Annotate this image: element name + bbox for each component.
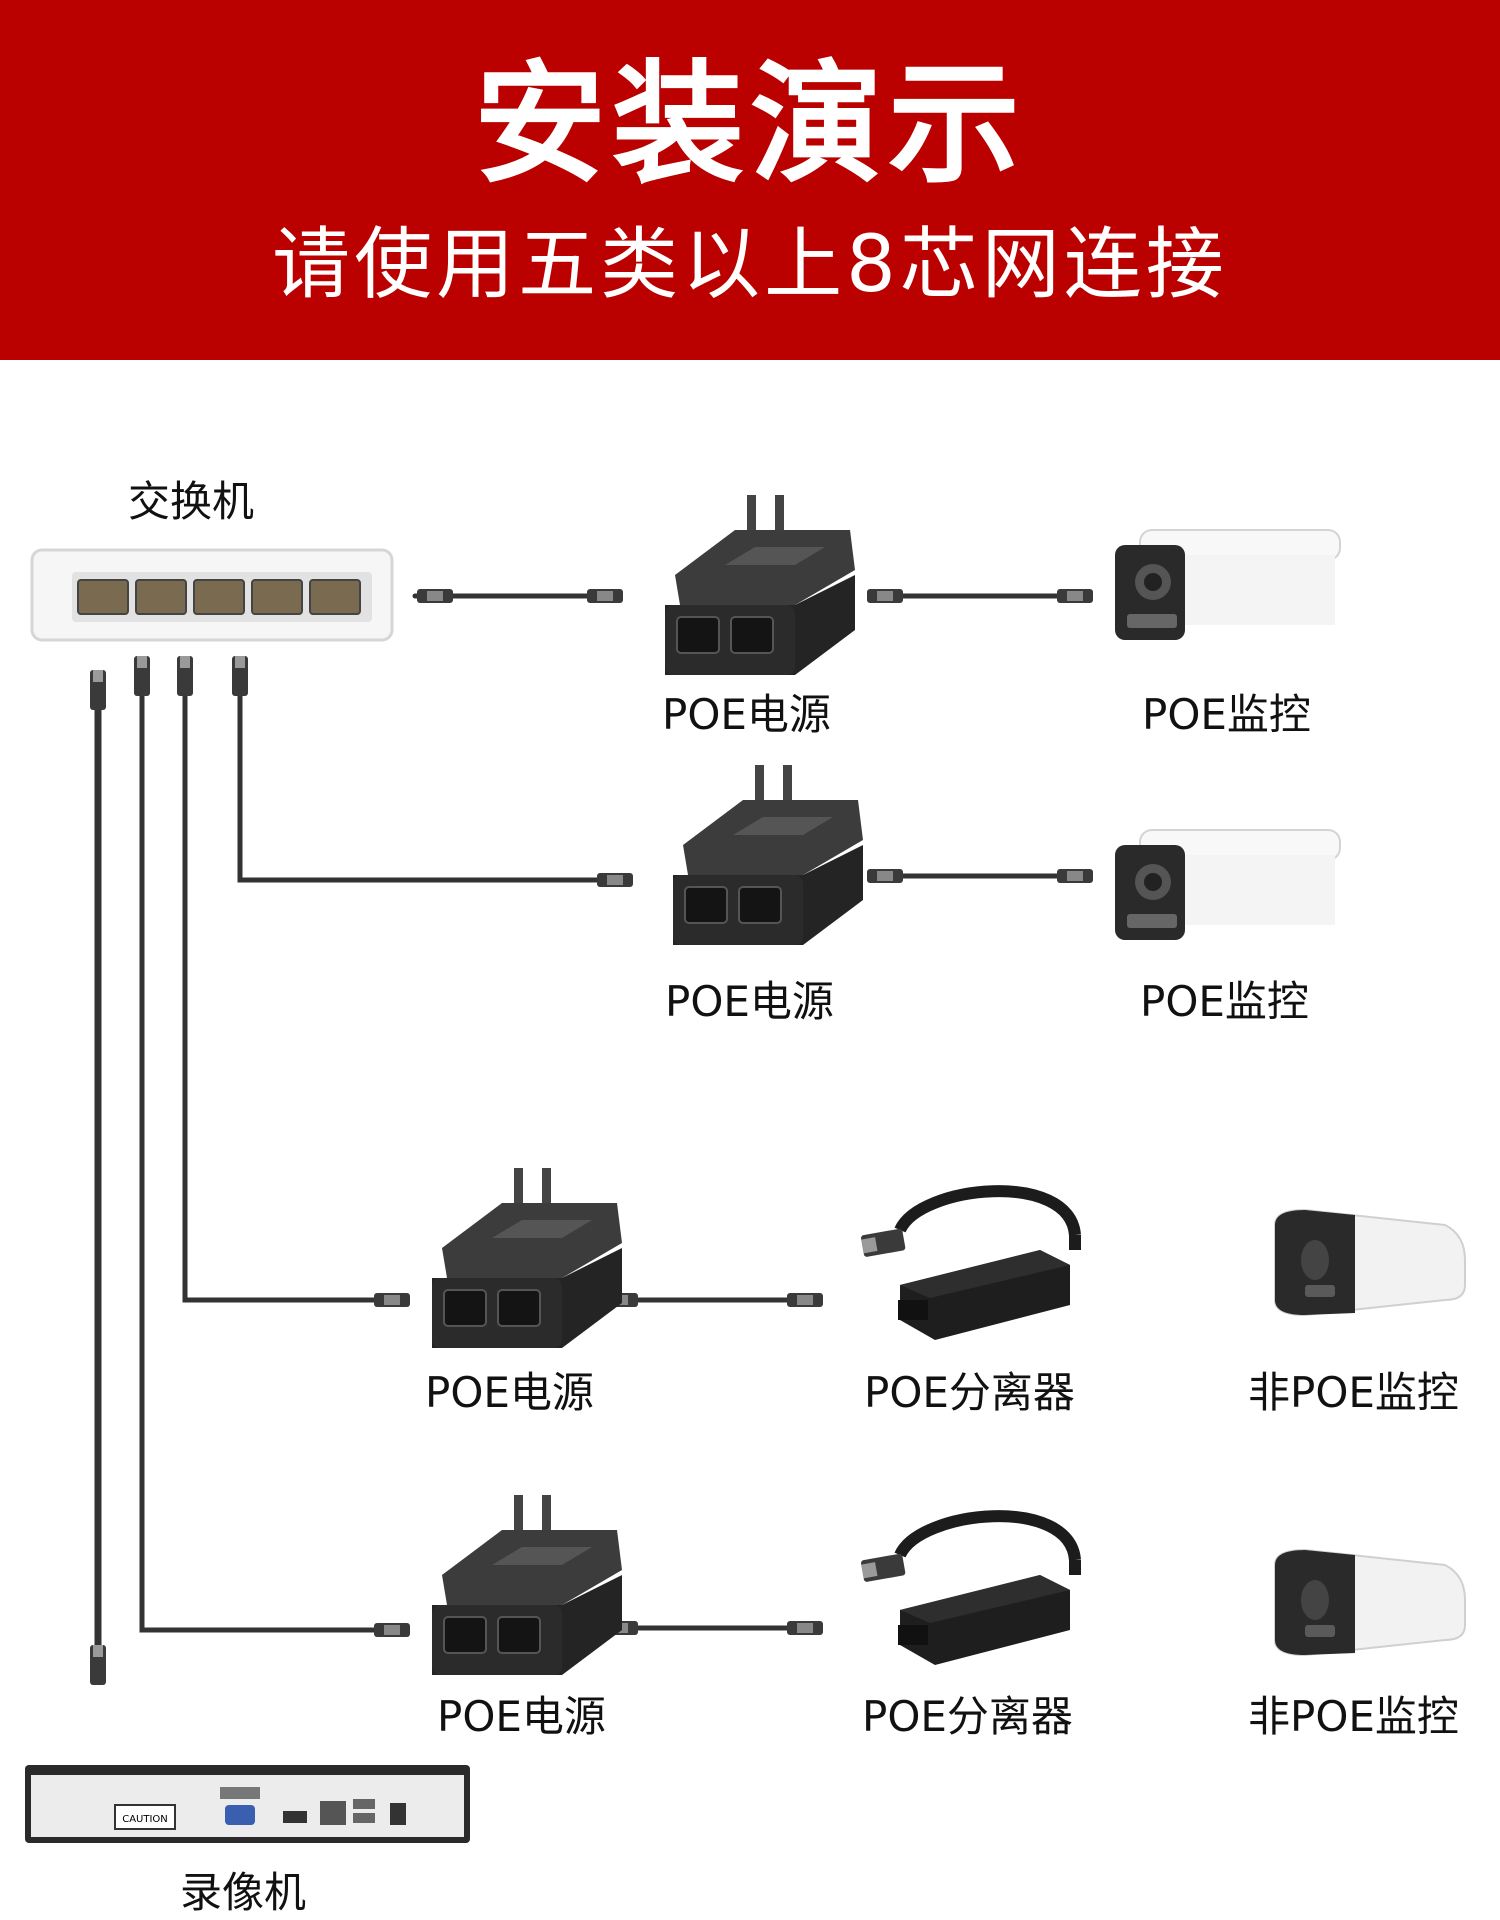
nvr-recorder: CAUTION xyxy=(25,1765,470,1843)
poe-power-adapter-1 xyxy=(664,494,856,676)
poe-splitter-2 xyxy=(861,1516,1075,1665)
label-switch: 交换机 xyxy=(128,477,255,526)
label-poe-power-4: POE电源 xyxy=(437,1692,606,1741)
cable-switch-to-poe-power-3 xyxy=(182,687,383,1303)
cable-switch-to-poe-power-4 xyxy=(139,687,383,1633)
cables xyxy=(94,593,1063,1654)
label-poe-camera-1: POE监控 xyxy=(1142,690,1311,739)
cable-switch-to-poe-power-2 xyxy=(237,687,608,883)
label-nvr: 录像机 xyxy=(180,1868,307,1917)
poe-power-adapter-4 xyxy=(431,1494,623,1676)
label-non-poe-camera-2: 非POE监控 xyxy=(1248,1692,1459,1741)
label-non-poe-camera-1: 非POE监控 xyxy=(1248,1368,1459,1417)
poe-splitter-1 xyxy=(861,1191,1075,1340)
poe-power-adapter-3 xyxy=(431,1167,623,1349)
page-title: 安装演示 xyxy=(474,48,1026,202)
non-poe-camera-2 xyxy=(1274,1549,1466,1656)
label-poe-power-2: POE电源 xyxy=(665,977,834,1026)
label-poe-camera-2: POE监控 xyxy=(1140,977,1309,1026)
label-poe-power-1: POE电源 xyxy=(662,690,831,739)
header-banner: 安装演示 请使用五类以上8芯网连接 xyxy=(0,0,1500,360)
network-switch xyxy=(30,548,394,642)
poe-power-adapter-2 xyxy=(672,764,864,946)
label-poe-power-3: POE电源 xyxy=(425,1368,594,1417)
non-poe-camera-1 xyxy=(1274,1209,1466,1316)
page-subtitle: 请使用五类以上8芯网连接 xyxy=(272,220,1228,310)
nvr-caution-text: CAUTION xyxy=(122,1814,168,1825)
label-poe-splitter-1: POE分离器 xyxy=(864,1368,1075,1417)
poe-camera-2 xyxy=(1114,829,1341,941)
poe-camera-1 xyxy=(1114,529,1341,641)
label-poe-splitter-2: POE分离器 xyxy=(862,1692,1073,1741)
